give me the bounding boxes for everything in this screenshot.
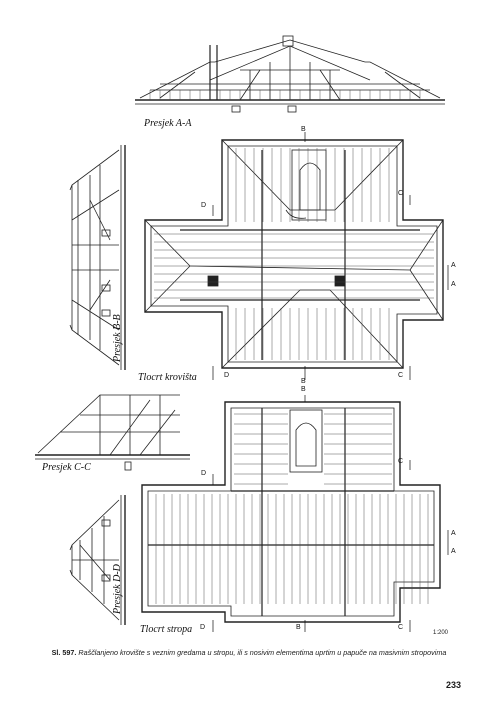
roof-plan-drawing: [144, 139, 444, 369]
marker-a-top-ceiling: A: [451, 530, 456, 537]
section-dd-drawing: [69, 495, 126, 625]
label-section-cc: Presjek C-C: [42, 462, 91, 473]
label-ceiling-plan: Tlocrt stropa: [140, 624, 193, 635]
caption-text: Raščlanjeno krovište s veznim gredama u …: [78, 648, 447, 657]
page-number: 233: [446, 680, 462, 690]
marker-a-bottom-ceiling: A: [451, 548, 456, 555]
figure-caption: Sl. 597. Raščlanjeno krovište s veznim g…: [34, 648, 464, 658]
marker-d-bottom-roof: D: [224, 372, 230, 379]
caption-prefix: Sl. 597.: [51, 648, 77, 657]
section-cut-lines: [212, 132, 449, 632]
marker-d-top-roof: D: [201, 202, 207, 209]
ceiling-joists: [155, 413, 429, 604]
marker-d-bottom-ceiling: D: [200, 624, 206, 631]
marker-b-top-ceiling: B: [301, 386, 306, 393]
section-aa-rafters: [149, 90, 421, 100]
marker-b-top-roof: B: [301, 126, 306, 133]
label-section-bb: Presjek B-B: [112, 314, 123, 362]
label-section-aa: Presjek A-A: [144, 118, 192, 129]
section-cc-drawing: [35, 394, 190, 471]
label-roof-plan: Tlocrt krovišta: [138, 372, 197, 383]
marker-c-bottom-ceiling: C: [398, 624, 404, 631]
marker-b-bottom-ceiling: B: [296, 624, 301, 631]
roof-joists: [154, 148, 434, 360]
scale-note: 1:200: [433, 630, 449, 636]
section-bb-drawing: [69, 145, 126, 370]
ceiling-plan-drawing: [141, 401, 441, 623]
marker-b-bottom-roof: B: [301, 378, 306, 385]
label-section-dd: Presjek D-D: [112, 564, 123, 614]
marker-a-bottom-roof: A: [451, 281, 456, 288]
section-aa-drawing: [135, 35, 445, 113]
marker-a-top-roof: A: [451, 262, 456, 269]
marker-c-bottom-roof: C: [398, 372, 404, 379]
marker-d-top-ceiling: D: [201, 470, 207, 477]
marker-c-top-roof: C: [398, 190, 404, 197]
marker-c-top-ceiling: C: [398, 458, 404, 465]
